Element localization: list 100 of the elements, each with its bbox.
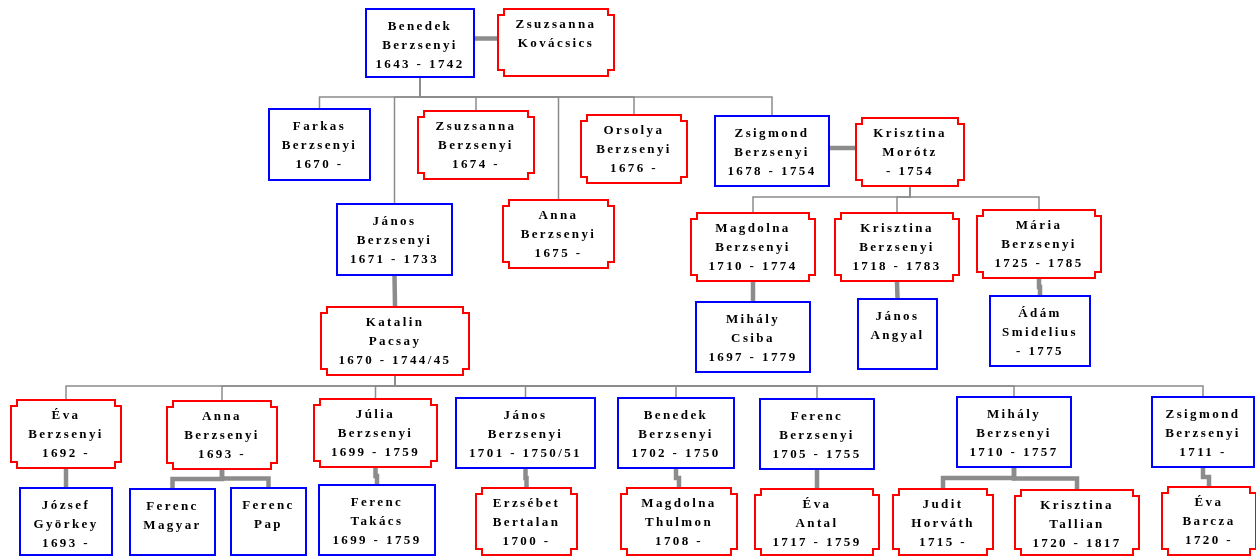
- person-notched-box: [580, 114, 688, 184]
- marriage-line: [373, 468, 380, 484]
- person-name: János Angyal: [870, 307, 925, 344]
- person-name: Zsuzsanna Berzsenyi: [435, 117, 517, 154]
- life-dates: 1693 -: [197, 445, 247, 463]
- person-box: [759, 398, 875, 470]
- person-notched-box: [1014, 489, 1140, 556]
- person-name: Zsuzsanna Kovácsics: [515, 15, 597, 52]
- person-name: Ferenc Magyar: [143, 497, 202, 534]
- person-name: Éva Barcza: [1182, 493, 1236, 530]
- person-notched-box: [892, 488, 994, 556]
- marriage-line: [392, 275, 398, 307]
- person-box: [336, 203, 453, 276]
- person-name: Mihály Berzsenyi: [976, 405, 1052, 442]
- life-dates: 1710 - 1757: [968, 443, 1060, 461]
- person-name: Farkas Berzsenyi: [281, 117, 358, 154]
- person-notched-box: [10, 399, 122, 469]
- person-notched-box: [497, 8, 615, 77]
- life-dates: 1700 -: [501, 532, 552, 550]
- person-name: Anna Berzsenyi: [520, 206, 597, 243]
- life-dates: 1674 -: [451, 155, 501, 173]
- person-name: Júlia Berzsenyi: [337, 405, 414, 442]
- life-dates: 1720 -: [1184, 531, 1234, 549]
- person-name: Benedek Berzsenyi: [638, 406, 714, 443]
- person-name: Zsigmond Berzsenyi: [1165, 405, 1241, 442]
- person-name: Krisztina Tallian: [1040, 496, 1114, 533]
- person-name: János Berzsenyi: [487, 406, 564, 443]
- person-name: Krisztina Berzsenyi: [859, 219, 935, 256]
- person-box: [714, 115, 830, 187]
- person-name: Ferenc Pap: [242, 496, 295, 533]
- person-name: Magdolna Thulmon: [641, 494, 717, 531]
- marriage-line: [523, 469, 529, 487]
- life-dates: 1676 -: [609, 159, 659, 177]
- person-box: [989, 295, 1091, 367]
- life-dates: 1671 - 1733: [348, 250, 441, 268]
- person-name: Zsigmond Berzsenyi: [734, 124, 810, 161]
- life-dates: 1702 - 1750: [630, 444, 722, 462]
- person-box: [695, 301, 811, 373]
- person-box: [318, 484, 436, 556]
- marriage-line: [1200, 468, 1212, 486]
- person-name: Krisztina Morótz: [873, 124, 947, 161]
- person-notched-box: [834, 212, 960, 282]
- descent-line: [909, 186, 1040, 210]
- person-name: Ádám Smidelius: [1002, 304, 1078, 341]
- person-notched-box: [620, 487, 738, 556]
- person-box: [365, 8, 475, 78]
- life-dates: 1711 -: [1178, 443, 1228, 461]
- life-dates: 1692 -: [41, 444, 91, 462]
- life-dates: 1715 -: [918, 533, 968, 551]
- life-dates: 1701 - 1750/51: [467, 444, 583, 462]
- person-notched-box: [417, 110, 535, 180]
- person-name: Ferenc Takács: [350, 493, 404, 530]
- person-box: [617, 397, 735, 469]
- marriage-line: [219, 470, 271, 487]
- life-dates: 1675 -: [533, 244, 584, 262]
- life-dates: 1705 - 1755: [771, 445, 863, 463]
- person-notched-box: [166, 400, 278, 470]
- person-name: Benedek Berzsenyi: [382, 17, 458, 54]
- life-dates: 1670 - 1744/45: [337, 351, 453, 369]
- life-dates: 1710 - 1774: [707, 257, 799, 275]
- person-box: [857, 298, 938, 370]
- life-dates: 1725 - 1785: [993, 254, 1085, 272]
- person-box: [1151, 396, 1255, 468]
- person-name: Éva Antal: [795, 495, 839, 532]
- life-dates: - 1754: [885, 162, 935, 180]
- life-dates: 1699 - 1759: [331, 531, 423, 549]
- person-notched-box: [754, 488, 880, 556]
- person-notched-box: [976, 209, 1102, 279]
- person-box: [129, 488, 216, 556]
- person-box: [230, 487, 307, 556]
- life-dates: 1720 - 1817: [1031, 534, 1123, 552]
- marriage-line: [673, 469, 682, 487]
- person-box: [19, 487, 113, 556]
- person-name: Orsolya Berzsenyi: [596, 121, 672, 158]
- descent-line: [393, 77, 421, 204]
- life-dates: 1699 - 1759: [329, 443, 422, 461]
- life-dates: 1697 - 1779: [707, 348, 799, 366]
- life-dates: 1678 - 1754: [726, 162, 818, 180]
- person-name: Mária Berzsenyi: [1001, 216, 1077, 253]
- person-notched-box: [1161, 486, 1256, 556]
- marriage-line: [475, 36, 497, 41]
- life-dates: 1718 - 1783: [851, 257, 943, 275]
- person-name: Mihály Csiba: [725, 310, 781, 347]
- life-dates: - 1775: [1015, 342, 1065, 360]
- person-notched-box: [855, 117, 965, 187]
- marriage-line: [750, 282, 756, 301]
- life-dates: 1708 -: [654, 532, 704, 550]
- marriage-line: [830, 145, 855, 151]
- life-dates: 1643 - 1742: [374, 55, 466, 73]
- person-name: Éva Berzsenyi: [28, 406, 104, 443]
- person-notched-box: [475, 487, 578, 556]
- person-name: Magdolna Berzsenyi: [715, 219, 791, 256]
- marriage-line: [894, 281, 900, 299]
- person-name: József Györkey: [33, 496, 99, 533]
- person-name: Erzsébet Bertalan: [492, 494, 561, 531]
- person-notched-box: [313, 398, 438, 468]
- person-box: [956, 396, 1072, 468]
- person-name: Anna Berzsenyi: [184, 407, 260, 444]
- life-dates: 1717 - 1759: [771, 533, 863, 551]
- person-name: János Berzsenyi: [356, 212, 433, 249]
